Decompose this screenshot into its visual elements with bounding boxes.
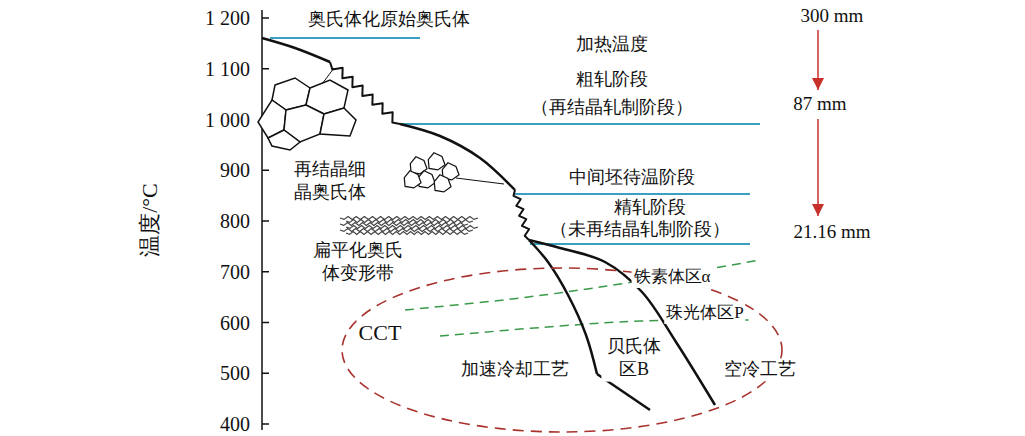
stage-line — [270, 37, 420, 39]
process-label: 加速冷却工艺 — [459, 358, 571, 381]
stage-label: （未再结晶轧制阶段） — [548, 218, 732, 241]
grain — [404, 171, 421, 188]
temperature-curve — [262, 38, 330, 62]
fine-grains — [404, 153, 459, 192]
temperature-curve — [400, 124, 515, 190]
axis-tick — [262, 68, 269, 70]
stage-label: 精轧阶段 — [612, 196, 688, 219]
grain — [428, 153, 445, 170]
accelerated-cooling-curve — [529, 240, 597, 374]
axis-tick — [262, 220, 269, 222]
structure-label: 扁平化奥氏 体变形带 — [307, 239, 408, 286]
tick-label: 1 100 — [203, 56, 252, 82]
process-label: 空冷工艺 — [722, 358, 798, 381]
axis-tick — [262, 17, 269, 19]
axis-tick — [262, 170, 269, 172]
stage-line — [515, 193, 750, 195]
axis-tick — [262, 271, 269, 273]
thickness-arrow — [817, 30, 819, 90]
stage-label: 粗轧阶段 — [574, 68, 650, 91]
stage-label: 加热温度 — [574, 33, 650, 56]
finish-rolling-passes — [514, 190, 530, 240]
tick-label: 900 — [218, 157, 252, 183]
tick-label: 400 — [218, 411, 252, 436]
tick-label: 800 — [218, 208, 252, 234]
thickness-label: 21.16 mm — [791, 220, 872, 245]
band-stroke — [346, 226, 478, 229]
tick-label: 700 — [218, 259, 252, 285]
axis-tick — [262, 373, 269, 375]
grain — [320, 108, 356, 136]
tick-label: 500 — [218, 360, 252, 386]
band-stroke — [340, 229, 473, 232]
phase-label: 贝氏体 区B — [601, 335, 666, 382]
thickness-label: 87 mm — [791, 92, 848, 117]
stage-label: 奥氏体化原始奥氏体 — [306, 8, 472, 31]
band-stroke — [340, 223, 468, 226]
coarse-grains — [258, 78, 356, 150]
temperature-axis — [261, 10, 263, 430]
grain — [418, 171, 435, 188]
leader-line — [322, 68, 334, 84]
region-name: CCT — [357, 320, 404, 346]
leader-line — [456, 178, 504, 184]
tick-label: 600 — [218, 310, 252, 336]
cct-region: CCT — [340, 266, 784, 434]
stage-label: （再结晶轧制阶段） — [529, 96, 695, 119]
phase-label: 铁素体区α — [632, 266, 713, 288]
band-stroke — [340, 217, 478, 220]
stage-line — [530, 243, 750, 245]
band-stroke — [346, 220, 473, 223]
band-stroke — [346, 232, 468, 235]
region-outline — [340, 266, 784, 434]
stage-line — [400, 123, 760, 125]
stage-label: 中间坯待温阶段 — [567, 166, 697, 189]
dashed-ellipse — [342, 268, 782, 432]
axis-title: 温度/°C — [136, 181, 165, 259]
structure-label: 再结晶细 晶奥氏体 — [288, 158, 371, 205]
axis-ticks — [262, 18, 269, 424]
axis-tick — [262, 322, 269, 324]
grain — [434, 175, 451, 192]
deformation-bands — [340, 217, 478, 235]
tick-label: 1 200 — [203, 5, 252, 31]
tick-label: 1 000 — [203, 107, 252, 133]
grain — [268, 130, 300, 150]
axis-tick — [262, 423, 269, 425]
thickness-arrow — [817, 119, 819, 216]
phase-label: 珠光体区P — [664, 302, 745, 324]
thickness-label: 300 mm — [799, 4, 866, 29]
